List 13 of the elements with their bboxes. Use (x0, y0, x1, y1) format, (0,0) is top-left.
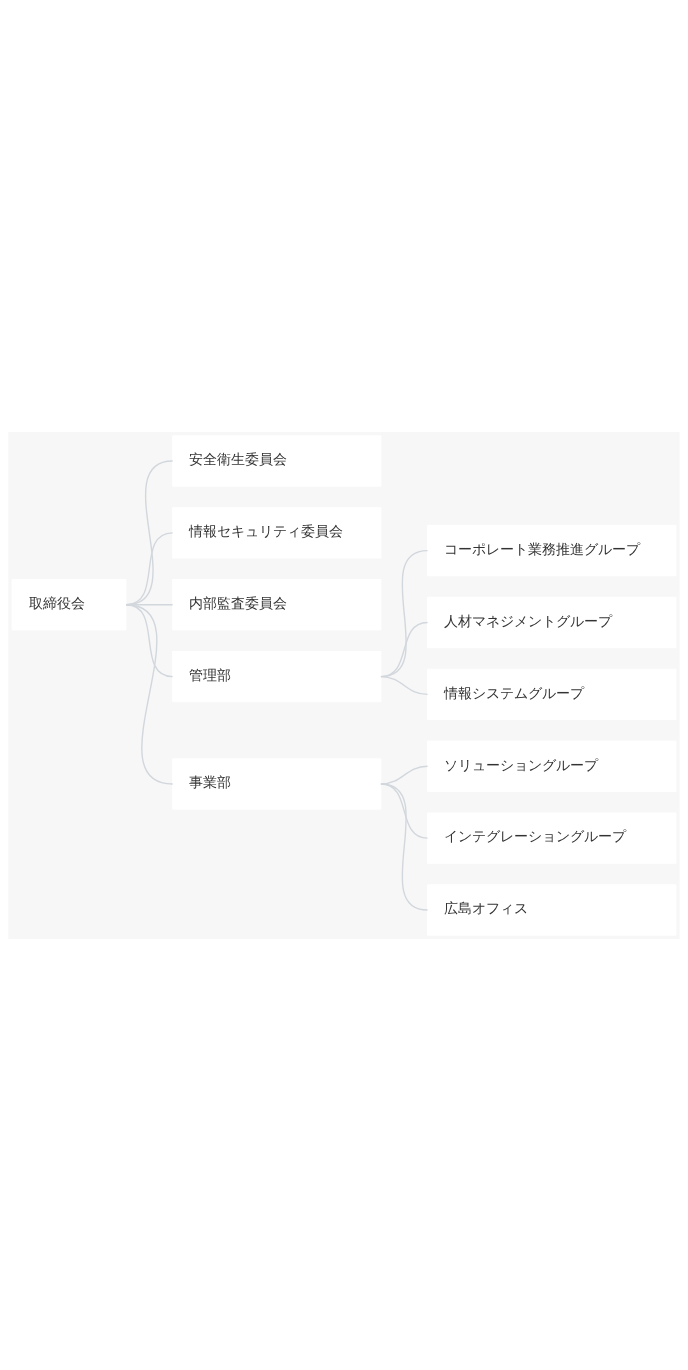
node-box: ソリューショングループ (427, 740, 677, 792)
node-box: 情報セキュリティ委員会 (172, 506, 382, 558)
node-box: インテグレーショングループ (427, 812, 677, 864)
node-box: 人材マネジメントグループ (427, 596, 677, 648)
node-box: コーポレート業務推進グループ (427, 524, 677, 576)
node-box: 管理部 (172, 650, 382, 702)
node-box: 安全衛生委員会 (172, 434, 382, 487)
node-box: 取締役会 (11, 578, 127, 630)
node-box: 情報システムグループ (427, 668, 677, 720)
node-box: 内部監査委員会 (172, 578, 382, 630)
connector (380, 675, 429, 695)
node-box: 事業部 (172, 757, 382, 810)
node-box: 広島オフィス (427, 883, 677, 936)
